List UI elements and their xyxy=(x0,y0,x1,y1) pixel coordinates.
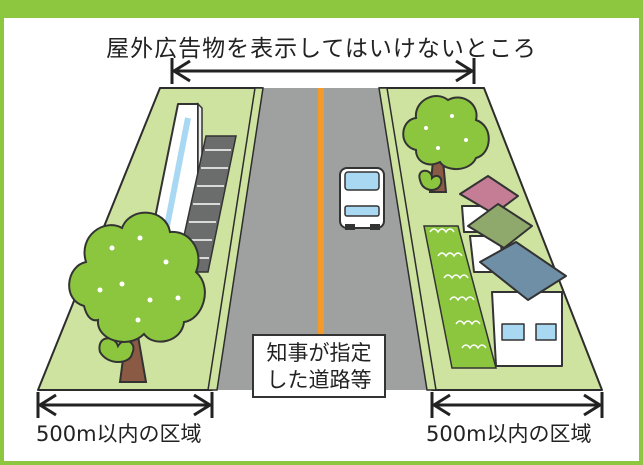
frame-bottom-border xyxy=(0,461,643,465)
road-label-box: 知事が指定 した道路等 xyxy=(252,334,386,398)
flower-bed-icon xyxy=(423,225,497,369)
frame-right-border xyxy=(639,0,643,465)
diagram-title: 屋外広告物を表示してはいけないところ xyxy=(106,36,537,62)
road-label-line-2: した道路等 xyxy=(266,368,372,392)
frame-top-bar xyxy=(0,0,643,18)
car-icon xyxy=(339,167,385,230)
frame-left-border xyxy=(0,0,4,465)
small-tree-icon xyxy=(402,95,490,193)
house-icon xyxy=(459,175,567,367)
left-zone-label: 500m以内の区域 xyxy=(36,422,202,446)
left-zone-double-arrow-icon xyxy=(36,392,214,418)
parking-lot-icon xyxy=(175,135,237,273)
road-right-curb xyxy=(378,87,437,391)
top-double-arrow-icon xyxy=(170,58,476,84)
road-label-line-1: 知事が指定 xyxy=(266,341,372,365)
road-left-curb xyxy=(207,87,264,391)
large-tree-icon xyxy=(68,211,206,383)
right-zone-label: 500m以内の区域 xyxy=(426,422,592,446)
right-zone-double-arrow-icon xyxy=(430,392,604,418)
